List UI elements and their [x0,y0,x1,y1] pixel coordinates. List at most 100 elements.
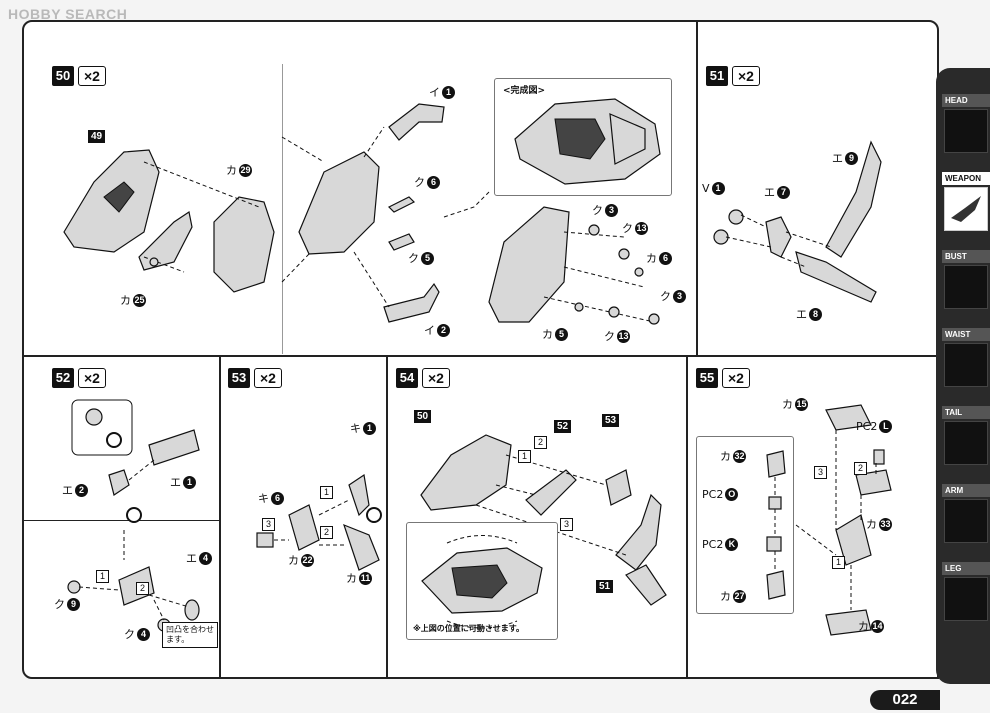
divider-horizontal [24,355,937,357]
pc-inset-drawing [766,450,786,600]
step-number-53: 53 [228,368,250,388]
seq-54-2: 2 [534,436,548,449]
divider-vertical-53 [219,355,221,677]
divider-vertical-55 [686,355,688,677]
sidebar-tab-waist[interactable]: WAIST [942,328,990,388]
zoid-leg-icon [944,577,988,621]
completed-view-inset: <完成図> [494,78,672,196]
divider-50-sub1 [282,64,283,354]
step-number-55: 55 [696,368,718,388]
weapon-blade-icon [944,187,988,231]
divider-vertical-51 [696,22,698,355]
sidebar-tab-tail[interactable]: TAIL [942,406,990,466]
page-number: 022 [870,690,940,710]
step-54-assembly-drawing [420,434,667,606]
step-55-assembly-drawing [795,404,892,636]
divider-vertical-54 [386,355,388,677]
sidebar-tab-label: WEAPON [942,172,990,185]
zoid-arm-icon [944,499,988,543]
ref-tag-49: 49 [88,130,106,143]
step-51-assembly-drawing [713,140,882,303]
divider-52-inner [24,520,219,521]
sidebar-tab-label: HEAD [942,94,990,107]
instruction-frame: 50 ×2 49 [22,20,939,679]
zoid-tail-icon [944,421,988,465]
sidebar-tab-head[interactable]: HEAD [942,94,990,154]
zoid-head-icon [944,109,988,153]
seq-53-1: 1 [320,486,334,499]
sidebar-tab-leg[interactable]: LEG [942,562,990,622]
completed-view-label: <完成図> [503,86,546,96]
ref-tag-53: 53 [602,414,620,427]
movement-preview-drawing [421,535,543,629]
sidebar-tab-arm[interactable]: ARM [942,484,990,544]
ref-tag-52: 52 [554,420,572,433]
step-53-assembly-drawing [256,473,382,571]
seq-52-2: 2 [136,582,150,595]
seq-52-1: 1 [96,570,110,583]
step-number-50: 50 [52,66,74,86]
zoid-waist-icon [944,343,988,387]
seq-55-1: 1 [832,556,846,569]
zoid-bust-icon [944,265,988,309]
seq-55-2: 2 [854,462,868,475]
note-52: 凹凸を合わせます。 [162,622,218,648]
movement-inset: ※上図の位置に可動させます。 [406,522,558,640]
sidebar-tab-weapon[interactable]: WEAPON [942,172,990,232]
step-multiplier-53: ×2 [254,368,282,388]
seq-54-3: 3 [560,518,574,531]
completed-shield-drawing [514,98,661,185]
seq-55-3: 3 [814,466,828,479]
ref-tag-51: 51 [596,580,614,593]
step-number-51: 51 [706,66,728,86]
note-54: ※上図の位置に可動させます。 [413,624,524,633]
step-50-assembly-drawing [63,103,660,325]
ref-tag-50: 50 [414,410,432,423]
sidebar-tab-label: BUST [942,250,990,263]
sidebar-tab-label: LEG [942,562,990,575]
step-multiplier-51: ×2 [732,66,760,86]
step-number-54: 54 [396,368,418,388]
sidebar-tab-label: WAIST [942,328,990,341]
seq-54-1: 1 [518,450,532,463]
step-52-assembly-drawing [67,399,200,632]
watermark: HOBBY SEARCH [8,6,128,22]
step-multiplier-50: ×2 [78,66,106,86]
step-multiplier-55: ×2 [722,368,750,388]
step-multiplier-52: ×2 [78,368,106,388]
seq-53-2: 2 [320,526,334,539]
pc-assembly-inset [696,436,794,614]
step-multiplier-54: ×2 [422,368,450,388]
sidebar-tab-label: ARM [942,484,990,497]
sidebar-tab-bust[interactable]: BUST [942,250,990,310]
